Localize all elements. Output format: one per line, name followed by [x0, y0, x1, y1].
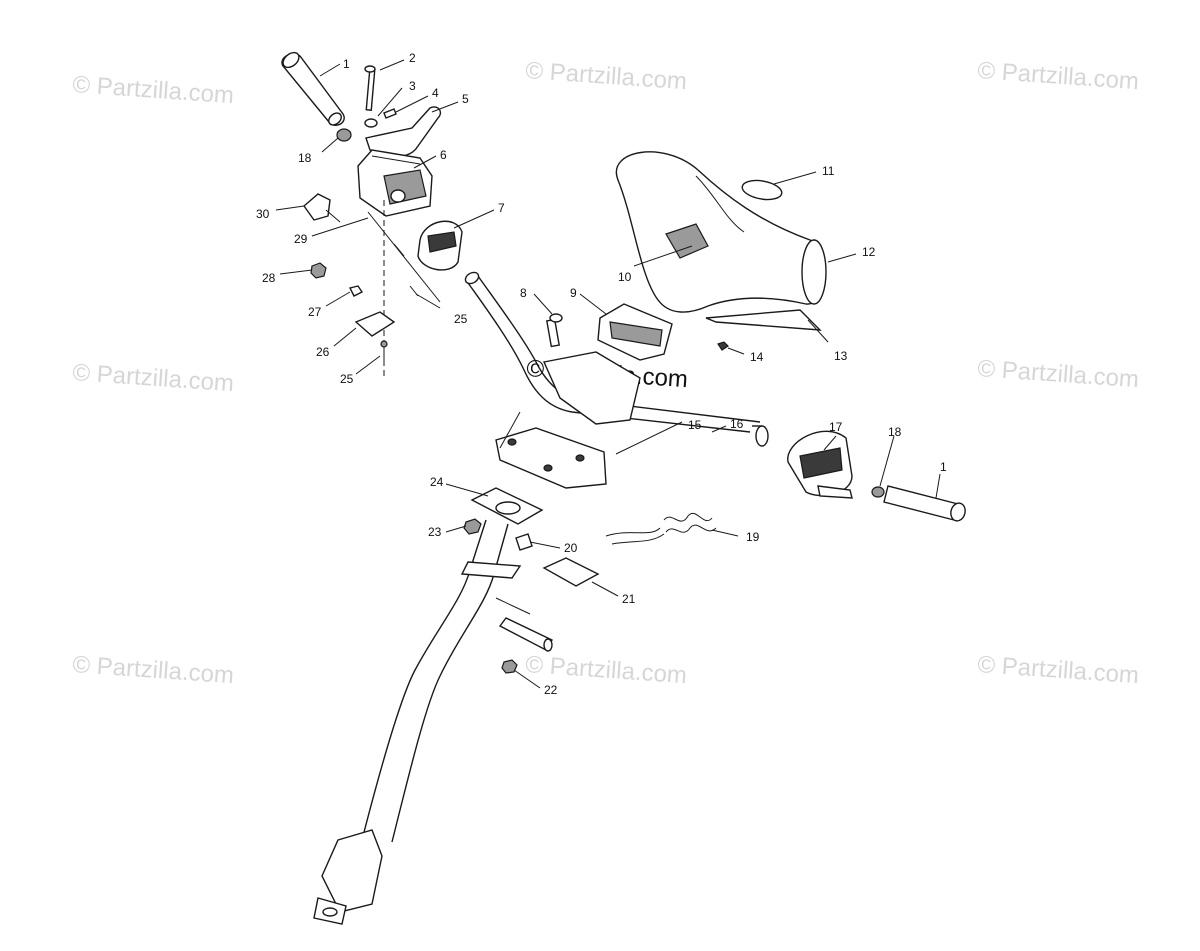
callout-25: 25 — [454, 312, 468, 326]
retainer-clip[interactable] — [348, 285, 364, 297]
callout-19: 19 — [746, 530, 760, 544]
callout-4: 4 — [432, 86, 439, 100]
callout-15: 15 — [688, 418, 702, 432]
callout-9: 9 — [570, 286, 577, 300]
callout-14: 14 — [750, 350, 764, 364]
pivot-pin[interactable] — [364, 65, 376, 111]
callout-3: 3 — [409, 79, 416, 93]
throttle-housing[interactable] — [357, 149, 433, 217]
callout-21: 21 — [622, 592, 636, 606]
callout-16: 16 — [730, 417, 744, 431]
handlebar-clamp[interactable] — [597, 303, 673, 361]
column-bushing[interactable] — [498, 617, 553, 652]
callout-1: 1 — [343, 57, 350, 71]
column-clamp-plate[interactable] — [542, 557, 600, 587]
assembly-line — [495, 597, 531, 615]
watermark: © Partzilla.com — [977, 651, 1140, 689]
throttle-cover[interactable] — [417, 220, 463, 271]
callout-26: 26 — [316, 345, 330, 359]
steering-column[interactable] — [313, 519, 522, 925]
wire-harness[interactable] — [605, 513, 717, 545]
watermark: © Partzilla.com — [977, 57, 1140, 95]
callout-27: 27 — [308, 305, 322, 319]
column-bolt[interactable] — [515, 533, 533, 551]
mount-bracket[interactable] — [303, 193, 341, 223]
screw-head — [380, 340, 388, 348]
callout-2: 2 — [409, 51, 416, 65]
right-grip[interactable] — [883, 485, 967, 523]
callout-13: 13 — [834, 349, 848, 363]
callout-30: 30 — [256, 207, 270, 221]
assembly-line — [499, 411, 521, 449]
watermark: © Partzilla.com — [72, 359, 235, 397]
cover-plate[interactable] — [354, 311, 396, 337]
leader-lines — [275, 59, 941, 689]
trim-strip[interactable] — [705, 309, 822, 331]
handlebar-pad-cover[interactable] — [615, 151, 827, 313]
washer[interactable] — [364, 118, 378, 128]
callout-labels: 1 2 3 4 5 6 7 8 9 10 11 12 13 14 15 16 1… — [256, 51, 947, 697]
clamp-base[interactable] — [543, 351, 641, 425]
left-bar-end[interactable] — [336, 128, 352, 142]
right-bar-end[interactable] — [871, 486, 885, 498]
callout-7: 7 — [498, 201, 505, 215]
bushing-nut[interactable] — [501, 659, 518, 674]
callout-17: 17 — [829, 420, 843, 434]
watermark: © Partzilla.com — [977, 355, 1140, 393]
callout-25: 25 — [340, 372, 354, 386]
throttle-lever[interactable] — [365, 106, 442, 157]
steering-mount-plate[interactable] — [495, 427, 607, 489]
left-grip[interactable] — [280, 50, 345, 128]
callout-5: 5 — [462, 92, 469, 106]
callout-12: 12 — [862, 245, 876, 259]
callout-1: 1 — [940, 460, 947, 474]
callout-10: 10 — [618, 270, 632, 284]
clip[interactable] — [383, 108, 397, 119]
nut[interactable] — [310, 262, 327, 279]
callout-20: 20 — [564, 541, 578, 555]
callout-28: 28 — [262, 271, 276, 285]
watermark: © Partzilla.com — [72, 71, 235, 109]
emblem[interactable] — [741, 178, 784, 203]
column-flange[interactable] — [470, 487, 544, 525]
right-control-housing[interactable] — [787, 430, 853, 499]
clamp-bolt[interactable] — [545, 313, 563, 348]
callout-8: 8 — [520, 286, 527, 300]
callout-18: 18 — [298, 151, 312, 165]
handlebar[interactable] — [463, 270, 769, 447]
assembly-line — [367, 211, 441, 303]
flange-nut[interactable] — [463, 518, 482, 535]
callout-29: 29 — [294, 232, 308, 246]
callout-6: 6 — [440, 148, 447, 162]
callout-11: 11 — [822, 164, 835, 178]
callout-18: 18 — [888, 425, 902, 439]
screw[interactable] — [393, 243, 405, 257]
watermark: © Partzilla.com — [72, 651, 235, 689]
pad-screw[interactable] — [717, 341, 729, 351]
callout-24: 24 — [430, 475, 444, 489]
callout-22: 22 — [544, 683, 558, 697]
watermark: © Partzilla.com — [525, 57, 688, 95]
callout-23: 23 — [428, 525, 442, 539]
